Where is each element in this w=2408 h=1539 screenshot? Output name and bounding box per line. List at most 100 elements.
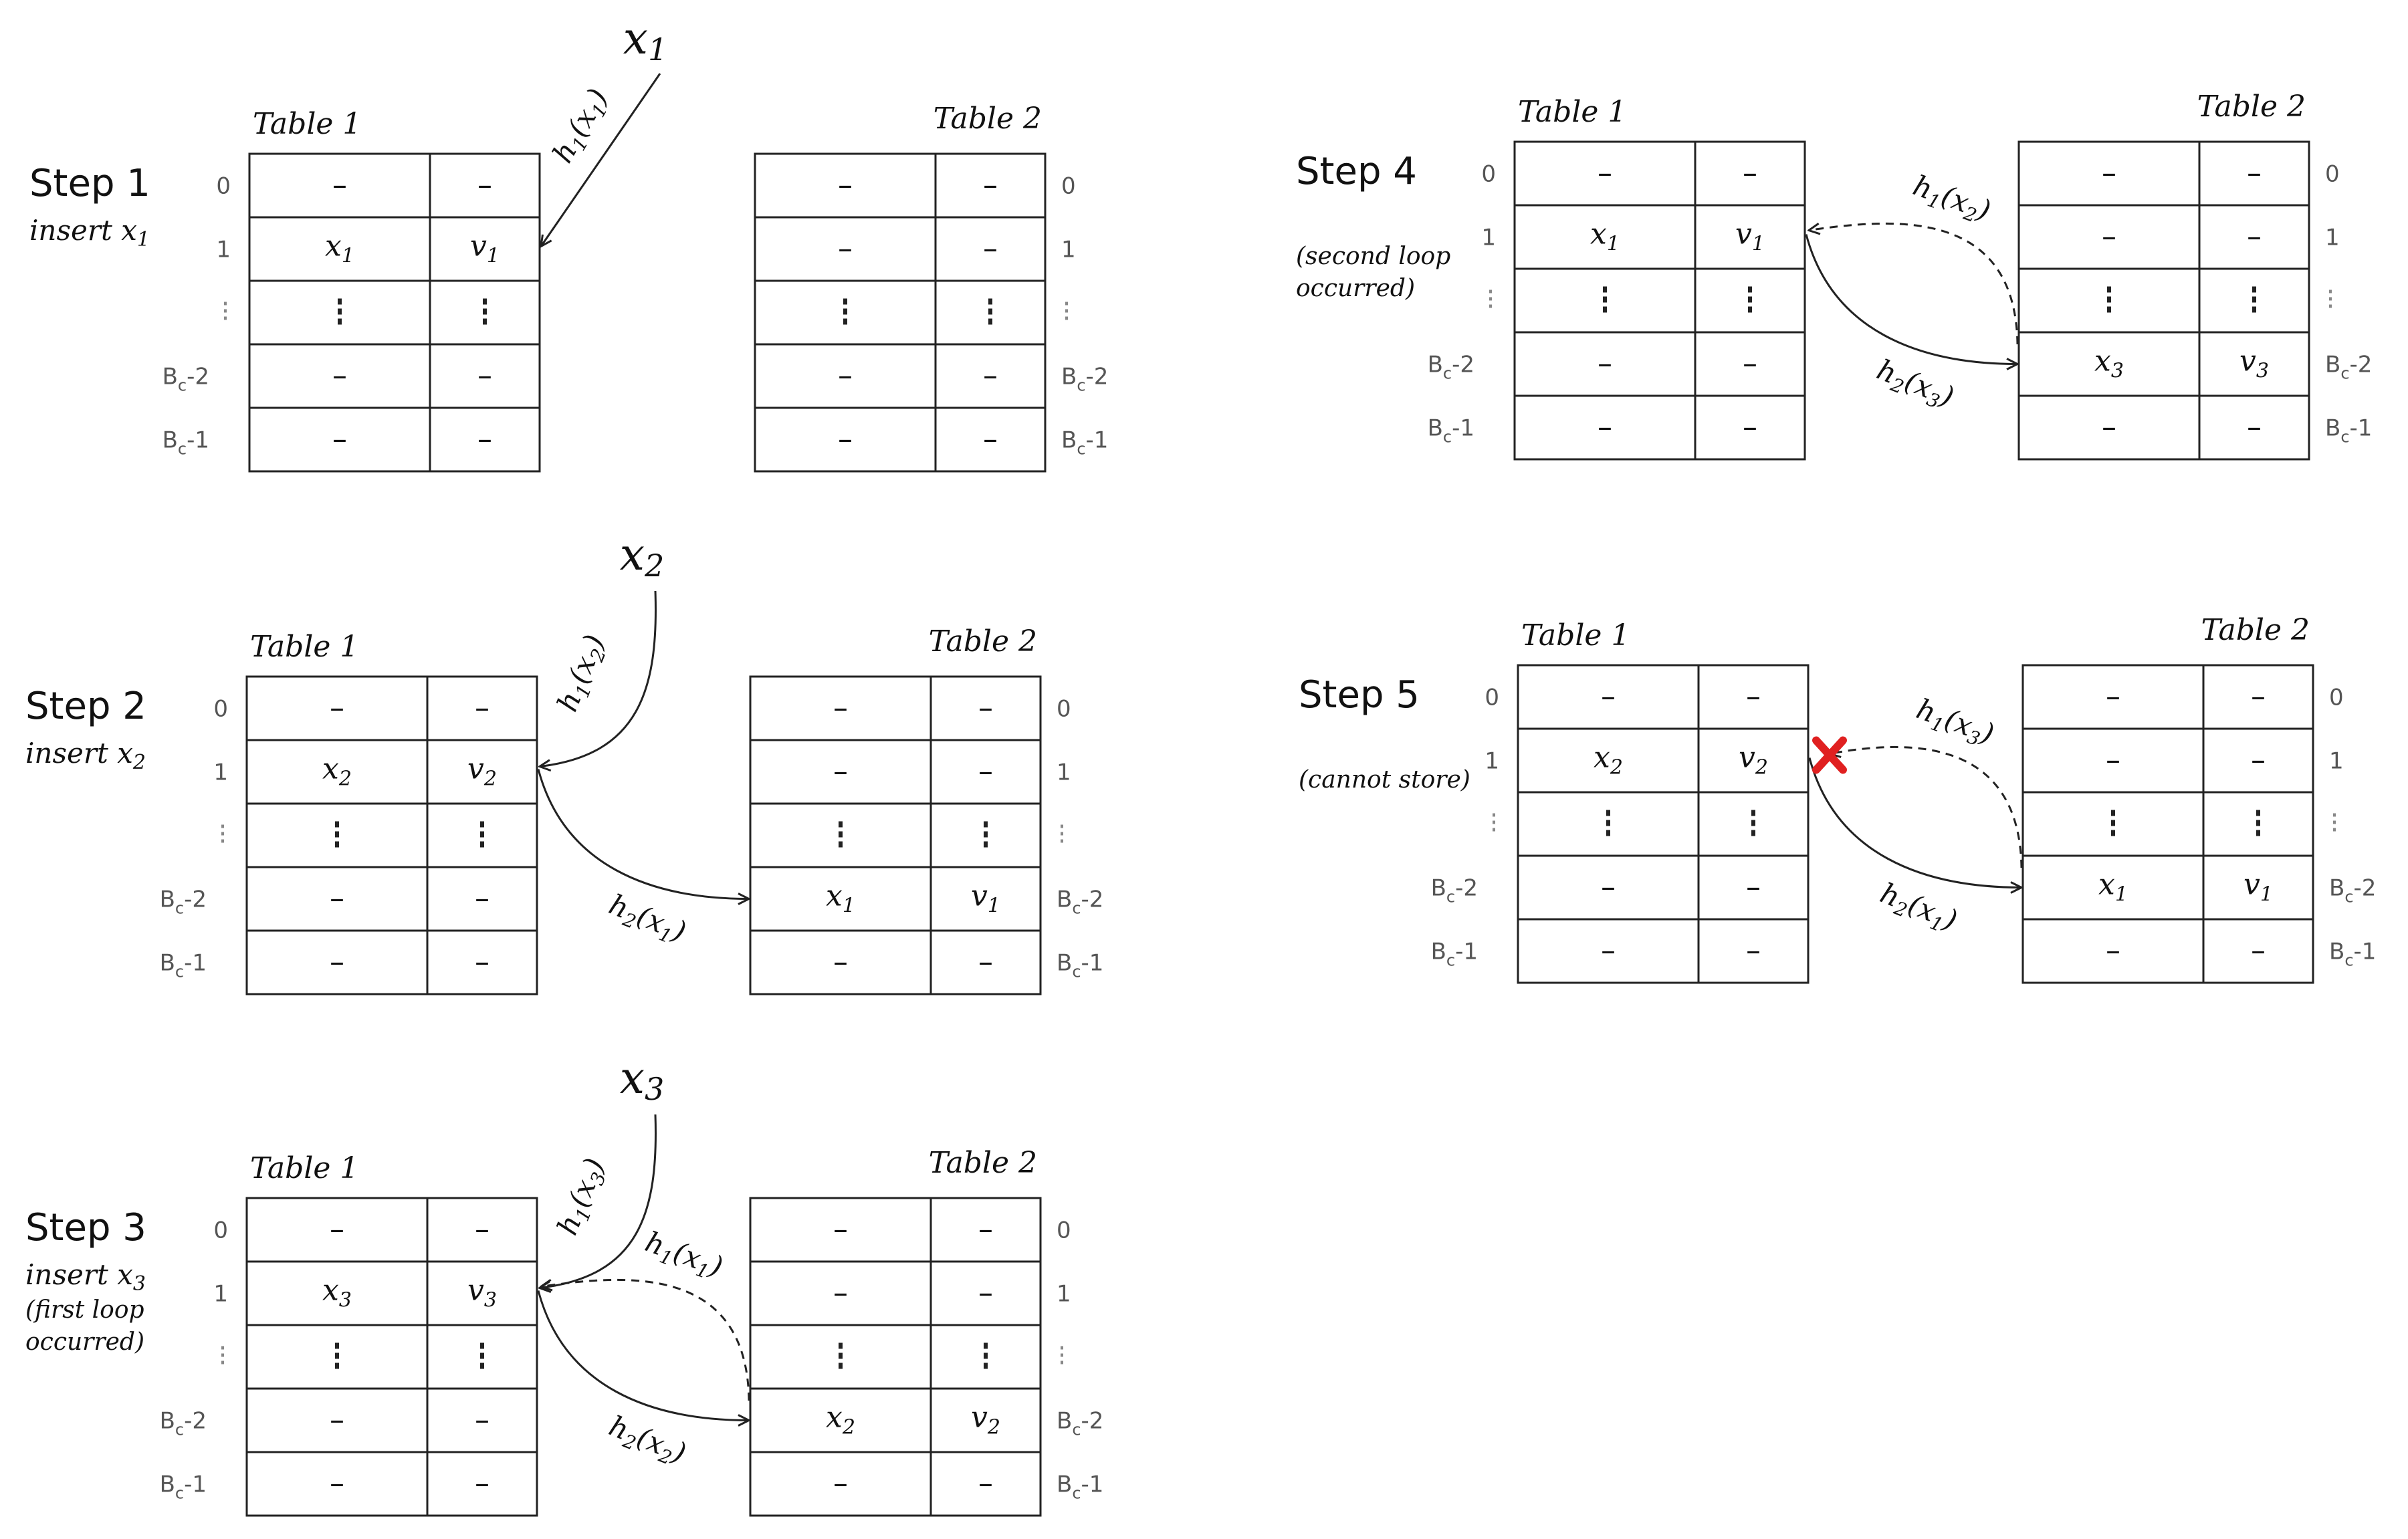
step3-arrow-insert-0 xyxy=(540,1114,657,1288)
step3-table1-index-0: 0 xyxy=(213,1217,228,1244)
step4-table2-index-2 xyxy=(2329,289,2332,308)
step3-table1-row2-key xyxy=(335,1342,339,1369)
step3-table2-index-3: Bc-2 xyxy=(1057,1408,1103,1439)
step1-table1-row4-value: – xyxy=(477,423,492,457)
step5-table2-row4-value: – xyxy=(2251,934,2266,968)
step2-table2-row0-value: – xyxy=(978,691,993,725)
step5-table1-row3-key: – xyxy=(1601,870,1616,905)
step2-table2-row4-key: – xyxy=(833,945,848,979)
step3-label-2: h2(x2) xyxy=(605,1409,691,1469)
step4-table2-index-0: 0 xyxy=(2325,161,2340,188)
step1-table2-row1-key: – xyxy=(838,232,853,266)
step5-label-1: h2(x1) xyxy=(1874,876,1962,941)
step5-table1-label: Table 1 xyxy=(1521,618,1630,653)
step3-table2-row0-value: – xyxy=(978,1213,993,1247)
step3-title: Step 3 xyxy=(25,1206,146,1250)
svg-text:h2(x1): h2(x1) xyxy=(1874,876,1962,941)
step2-table1-index-4: Bc-1 xyxy=(160,950,207,981)
step1-table2-row2-value xyxy=(988,298,992,325)
svg-text:h2(x1): h2(x1) xyxy=(603,888,691,952)
step4-table2-row3-key: x3 xyxy=(2094,344,2124,383)
step3-table1-row3-key: – xyxy=(330,1403,344,1437)
step4-table2-row3-value: v3 xyxy=(2239,344,2269,383)
step3-table1-index-2 xyxy=(221,1346,224,1365)
svg-text:h1(x3): h1(x3) xyxy=(551,1153,615,1241)
step5-table2-index-4: Bc-1 xyxy=(2329,939,2376,970)
step2-table2-row0-key: – xyxy=(833,691,848,725)
step1-table2-row0-value: – xyxy=(983,168,998,203)
step4-table2-row0-value: – xyxy=(2247,156,2262,191)
step1-table1-row3-key: – xyxy=(332,359,347,393)
step3-table1-index-4: Bc-1 xyxy=(160,1471,207,1503)
step3-table1-row2-value xyxy=(480,1342,484,1369)
step5-table1-row1-key: x2 xyxy=(1594,741,1623,780)
step2-table1-label: Table 1 xyxy=(250,630,358,664)
step4-table1-index-2 xyxy=(1489,289,1492,308)
step3-table2-row2-key xyxy=(839,1342,843,1369)
step4-table1-row4-value: – xyxy=(1743,410,1757,445)
step3-table1-row3-value: – xyxy=(475,1403,489,1437)
step2-table2-index-3: Bc-2 xyxy=(1057,886,1103,918)
svg-text:h1(x2): h1(x2) xyxy=(551,630,615,717)
step4-table2-row4-key: – xyxy=(2102,410,2116,445)
step1-label-0: h1(x1) xyxy=(546,83,614,168)
step4-table1-row4-key: – xyxy=(1598,410,1612,445)
step1-table1-row2-value xyxy=(483,298,487,325)
step4-table2-index-3: Bc-2 xyxy=(2325,352,2372,383)
step2-table1-index-3: Bc-2 xyxy=(160,886,207,918)
svg-text:h1(x1): h1(x1) xyxy=(640,1225,728,1286)
step5-table2-row3-key: x1 xyxy=(2098,868,2128,907)
step3-table1-row4-value: – xyxy=(475,1467,489,1501)
step1-table1-index-3: Bc-2 xyxy=(162,364,209,395)
step1-table2-label: Table 2 xyxy=(934,102,1042,136)
step3-table2-row4-value: – xyxy=(978,1467,993,1501)
step1-key-label: x1 xyxy=(623,13,668,68)
step2-table2-index-1: 1 xyxy=(1057,759,1071,786)
step4-table2-index-1: 1 xyxy=(2325,225,2340,251)
step4-title: Step 4 xyxy=(1296,150,1417,193)
step1-table2-row4-key: – xyxy=(838,423,853,457)
step2-subtitle: insert x2 xyxy=(25,737,146,774)
step3-table1-row0-key: – xyxy=(330,1213,344,1247)
step5-arrow-kick-1 xyxy=(1808,757,2021,888)
step3-label-0: h1(x3) xyxy=(551,1153,615,1241)
step1-table2-row4-value: – xyxy=(983,423,998,457)
step4-table1-index-0: 0 xyxy=(1481,161,1496,188)
svg-text:h1(x3): h1(x3) xyxy=(1911,692,1999,753)
step2-table1-row2-key xyxy=(335,821,339,848)
step2-arrow-insert-0 xyxy=(540,590,657,767)
step5-table2-row0-value: – xyxy=(2251,680,2266,714)
step2-label-1: h2(x1) xyxy=(603,888,691,952)
step3-arrow-kick-2 xyxy=(537,1290,749,1421)
step3-table1-row1-key: x3 xyxy=(322,1274,352,1312)
step3-table2-row0-key: – xyxy=(833,1213,848,1247)
step2-table2-row1-key: – xyxy=(833,755,848,789)
step2-key-label: x2 xyxy=(620,529,665,584)
step3-table2-index-0: 0 xyxy=(1057,1217,1071,1244)
step5-table2-label: Table 2 xyxy=(2201,613,2310,647)
step4-arrow-kick-1 xyxy=(1805,234,2017,364)
step5-table1-row0-key: – xyxy=(1601,680,1616,714)
step1-title: Step 1 xyxy=(29,162,150,205)
step3-table1-label: Table 1 xyxy=(250,1151,358,1185)
step1-arrow-insert-0 xyxy=(541,73,661,247)
step5-table2-row1-key: – xyxy=(2106,743,2120,778)
step5-table1-row4-value: – xyxy=(1746,934,1761,968)
step2-table2-row3-value: v1 xyxy=(971,879,1000,918)
step2-table1-row0-key: – xyxy=(330,691,344,725)
step3-table1-index-1: 1 xyxy=(213,1281,228,1308)
step5-table1-index-0: 0 xyxy=(1485,685,1499,711)
step3-note-1: occurred) xyxy=(25,1328,144,1356)
step1-table1-index-2 xyxy=(224,302,227,320)
step4-table2-row1-key: – xyxy=(2102,220,2116,254)
step5-table2-row1-value: – xyxy=(2251,743,2266,778)
